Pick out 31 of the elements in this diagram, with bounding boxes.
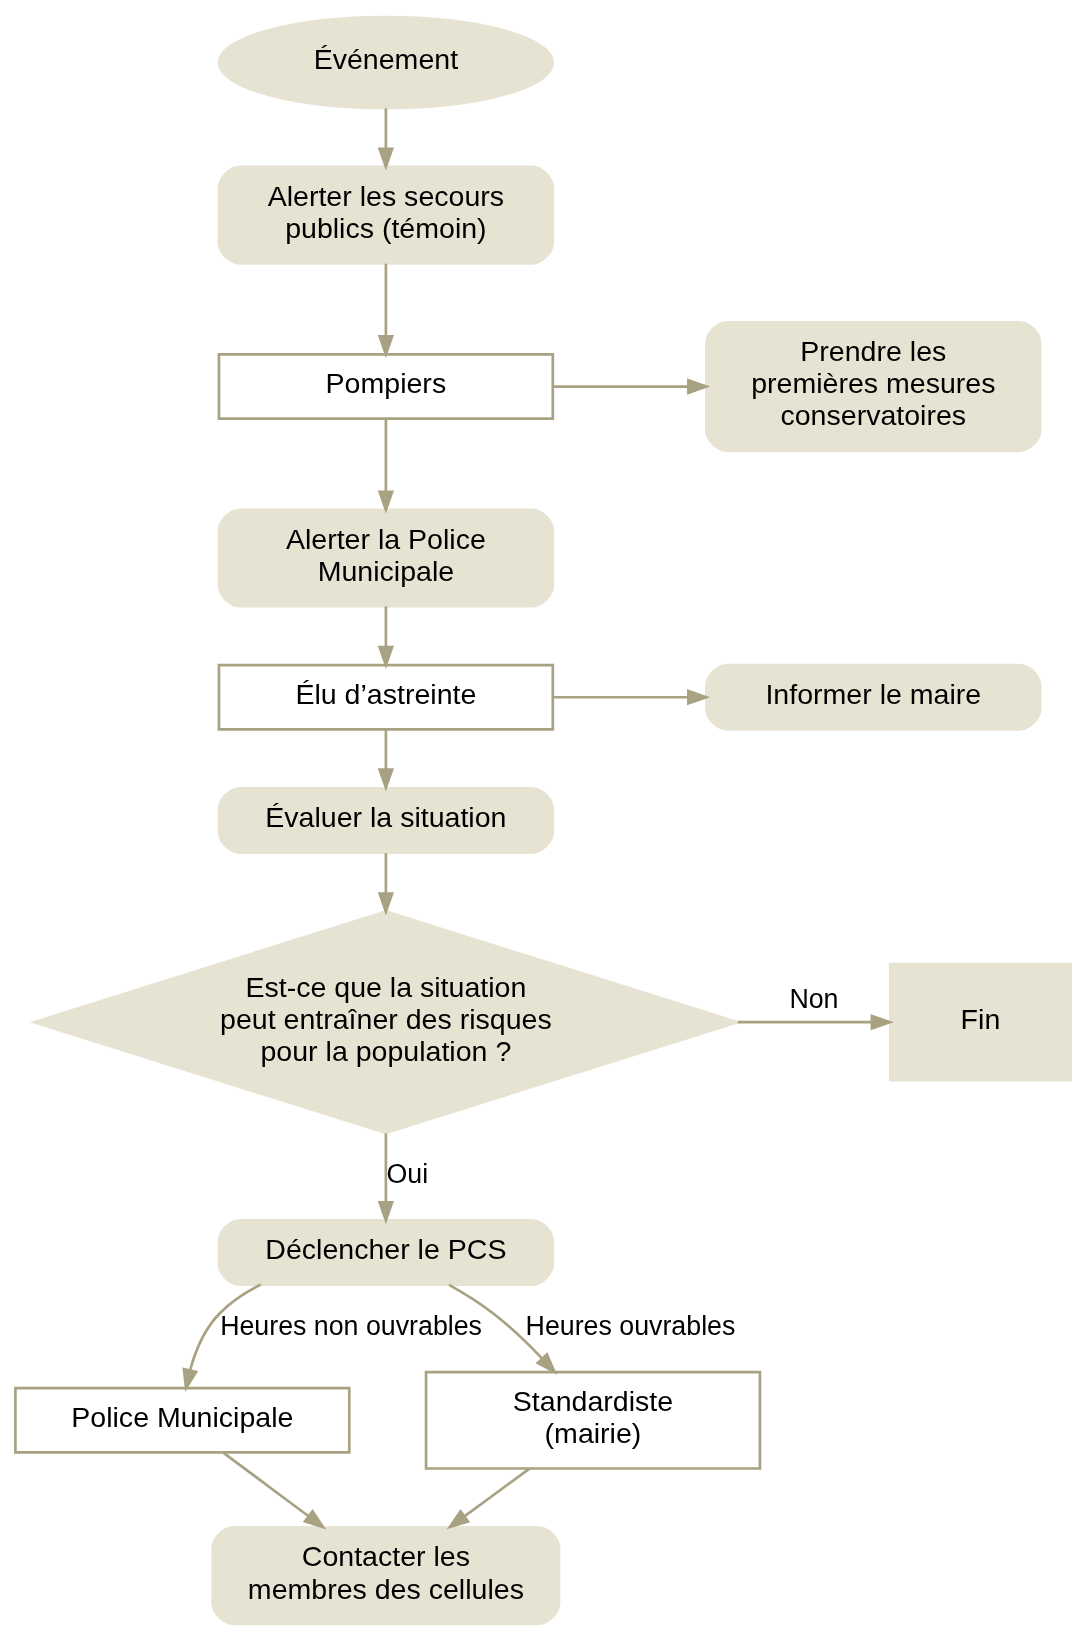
arrow (222, 1451, 327, 1530)
arrow (446, 1467, 530, 1530)
node-box: Fin (888, 962, 1072, 1082)
node-box: Alerter les secours publics (témoin) (217, 165, 555, 265)
node-box: Évaluer la situation (217, 786, 555, 854)
edge-label: Oui (386, 1158, 429, 1189)
node-ellipse: Événement (217, 15, 555, 110)
arrow (377, 853, 394, 916)
edge-label: Heures non ouvrables (220, 1310, 482, 1341)
node-box: Pompiers (217, 353, 555, 421)
node-box: Déclencher le PCS (217, 1219, 555, 1286)
edge-label: Non (789, 983, 839, 1014)
node-box: Alerter la Police Municipale (217, 508, 555, 608)
arrow (377, 1133, 394, 1225)
arrow (552, 689, 711, 706)
arrow (377, 419, 394, 514)
node-box: Contacter les membres des cellules (211, 1526, 561, 1626)
arrow (377, 606, 394, 669)
node-box: Élu d’astreinte (217, 663, 555, 731)
arrow (737, 1014, 894, 1031)
arrow (377, 729, 394, 792)
arrow (182, 1283, 262, 1392)
arrow (552, 378, 711, 395)
arrow (377, 263, 394, 359)
node-box: Police Municipale (14, 1386, 351, 1454)
arrow (448, 1283, 558, 1375)
node-box: Standardiste (mairie) (424, 1370, 762, 1470)
node-box: Prendre les premières mesures conservatoires (705, 320, 1042, 453)
node-box: Informer le maire (705, 663, 1042, 731)
edge-label: Heures ouvrables (525, 1310, 736, 1341)
arrow (377, 108, 394, 171)
